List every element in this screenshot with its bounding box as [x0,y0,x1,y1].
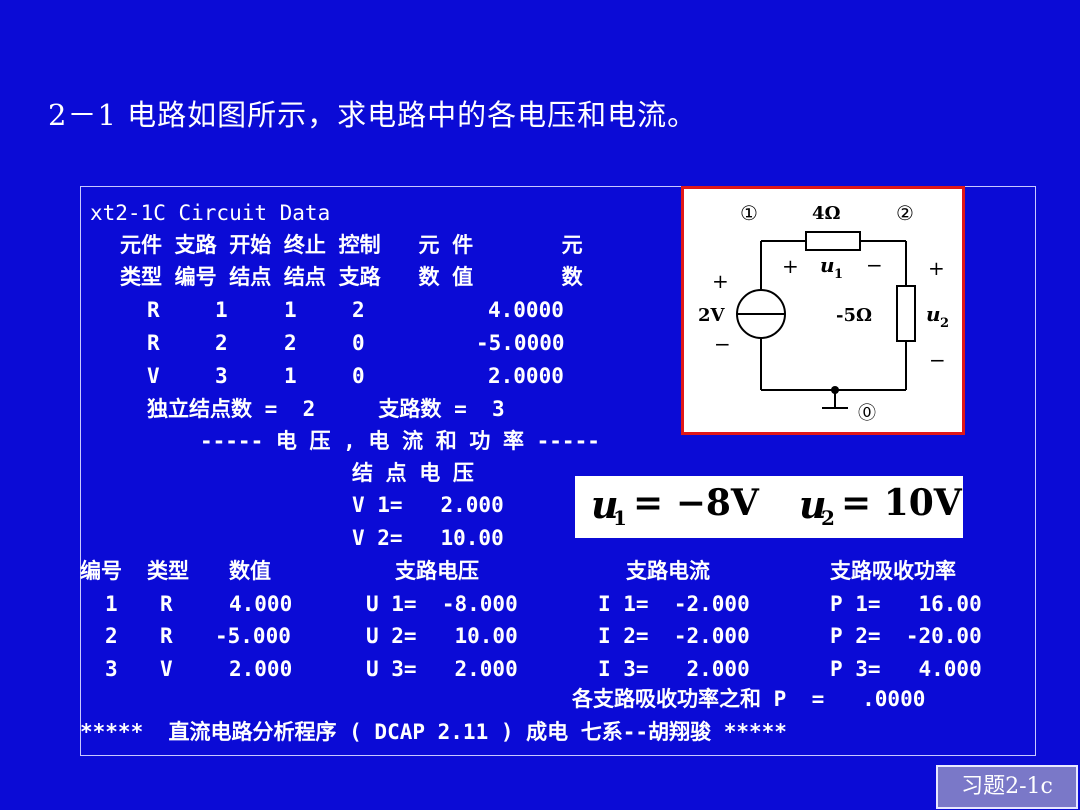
u2-subscript: 2 [940,316,949,331]
source-plus: + [712,269,729,293]
u2-minus: − [929,348,946,372]
u2-label: u [926,302,941,326]
element-no: 1 [215,298,228,322]
element-value: 4.0000 [488,298,564,322]
panel-footer: ***** 直流电路分析程序 ( DCAP 2.11 ) 成电 七系--胡翔骏 … [80,720,787,744]
result-value: -5.000 [215,624,291,648]
results-panel [80,186,1036,756]
element-end: 0 [352,364,365,388]
result-no: 3 [105,657,118,681]
u1-plus: + [782,254,799,278]
node-2-label: ② [896,201,914,225]
result-voltage: U 3= 2.000 [366,657,518,681]
resistor-minus5ohm [896,285,916,342]
u1-label: u [820,253,835,277]
count-line: 独立结点数 = 2 支路数 = 3 [147,397,505,421]
result-power: P 1= 16.00 [830,592,982,616]
result-value: 4.000 [229,592,293,616]
results-header-voltage: 支路电压 [395,559,479,583]
r2-label: -5Ω [836,305,872,326]
panel-header: xt2-1C Circuit Data [90,201,331,225]
result-current: I 2= -2.000 [598,624,750,648]
result-type: R [160,592,173,616]
result-current: I 1= -2.000 [598,592,750,616]
results-header-no: 编号 [80,559,122,583]
page-title: 2－1 电路如图所示，求电路中的各电压和电流。 [48,98,698,132]
formula-u1-subscript: 1 [613,506,627,530]
section-title: ----- 电 压 , 电 流 和 功 率 ----- [200,429,600,453]
column-header-2: 类型 编号 结点 结点 支路 数 值 数 [120,265,583,289]
result-type: R [160,624,173,648]
resistor-4ohm [805,231,861,251]
formula-u2: u [799,482,827,527]
column-header-1: 元件 支路 开始 终止 控制 元 件 元 [120,233,583,257]
source-minus: − [714,332,731,356]
element-type: R [147,298,160,322]
result-voltage: U 2= 10.00 [366,624,518,648]
result-power: P 2= -20.00 [830,624,982,648]
formula-u2-value: = 10V [841,482,962,524]
element-no: 3 [215,364,228,388]
node-voltage: V 1= 2.000 [352,493,504,517]
result-type: V [160,657,173,681]
element-start: 1 [284,364,297,388]
result-power: P 3= 4.000 [830,657,982,681]
element-value: 2.0000 [488,364,564,388]
result-no: 1 [105,592,118,616]
ground-node-dot [831,386,839,394]
results-header-current: 支路电流 [626,559,710,583]
u1-minus: − [866,253,883,277]
u2-plus: + [928,256,945,280]
node-voltage: V 2= 10.00 [352,526,504,550]
source-label: 2V [698,305,726,326]
circuit-diagram: ① ② ⓪ 4Ω -5Ω 2V + u 1 − + − + u 2 − [681,186,965,435]
result-value: 2.000 [229,657,293,681]
r1-label: 4Ω [812,203,841,224]
element-type: V [147,364,160,388]
element-type: R [147,331,160,355]
results-header-value: 数值 [229,559,271,583]
answer-formula: u 1 = −8V u 2 = 10V [575,476,963,538]
exercise-tag: 习题2-1c [936,765,1078,809]
results-header-type: 类型 [147,559,189,583]
result-current: I 3= 2.000 [598,657,750,681]
element-no: 2 [215,331,228,355]
element-end: 2 [352,298,365,322]
u1-subscript: 1 [834,267,843,282]
element-end: 0 [352,331,365,355]
results-header-power: 支路吸收功率 [830,559,956,583]
formula-u1: u [591,482,619,527]
result-voltage: U 1= -8.000 [366,592,518,616]
node-1-label: ① [740,201,758,225]
formula-u1-value: = −8V [633,482,759,524]
element-start: 1 [284,298,297,322]
result-no: 2 [105,624,118,648]
formula-u2-subscript: 2 [821,506,835,530]
node-0-label: ⓪ [858,403,876,424]
node-voltage-header: 结 点 电 压 [352,461,474,485]
element-value: -5.0000 [476,331,565,355]
element-start: 2 [284,331,297,355]
total-power: 各支路吸收功率之和 P = .0000 [572,687,926,711]
